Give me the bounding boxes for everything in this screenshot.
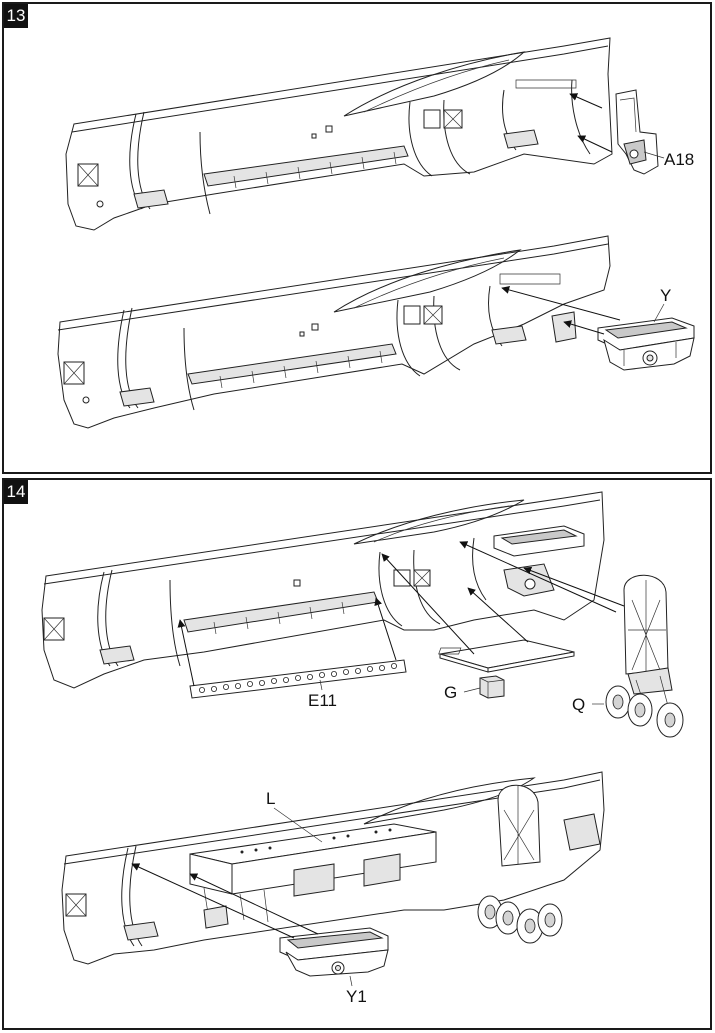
part-a18 [616, 90, 658, 174]
callout-e11: E11 [308, 691, 337, 710]
callout-q: Q [572, 695, 585, 714]
part-l [190, 824, 436, 928]
step-number-badge: 14 [4, 480, 28, 504]
part-y [598, 318, 694, 370]
step-14-panel: 14 [2, 478, 712, 1030]
callout-y: Y [660, 286, 671, 305]
part-q-landing-gear [606, 575, 683, 737]
step-13-illustration: A18 [4, 4, 710, 472]
part-g [439, 640, 574, 698]
step-number-badge: 13 [4, 4, 28, 28]
part-e11 [190, 660, 406, 698]
callout-a18: A18 [664, 150, 694, 169]
part-y1 [280, 928, 388, 976]
step-14-illustration: E11 G [4, 480, 710, 1006]
fuselage-step14-upper [42, 492, 604, 688]
step-13-panel: 13 [2, 2, 712, 474]
fuselage-half-upper [66, 38, 612, 230]
callout-g: G [444, 683, 457, 702]
callout-l: L [266, 789, 275, 808]
callout-y1: Y1 [346, 987, 367, 1006]
fuselage-half-lower [58, 236, 610, 428]
